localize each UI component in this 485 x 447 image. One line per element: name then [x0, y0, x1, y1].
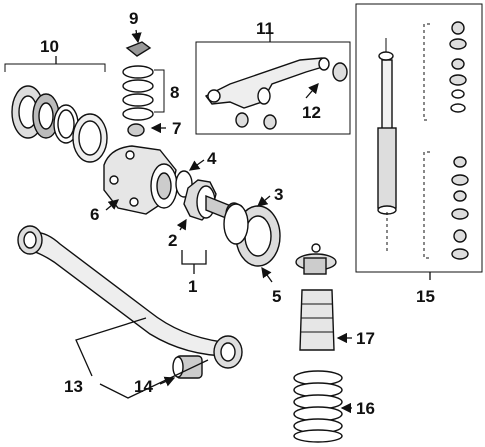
callout-17: 17: [356, 329, 375, 348]
shock-absorber-group: [355, 3, 483, 273]
callout-6: 6: [90, 205, 99, 224]
callout-15: 15: [416, 287, 435, 306]
spring-stack: [122, 41, 165, 137]
callout-1: 1: [188, 277, 197, 296]
callout-5: 5: [272, 287, 281, 306]
callout-3: 3: [274, 185, 283, 204]
callout-10: 10: [40, 37, 59, 56]
callout-2: 2: [168, 231, 177, 250]
callout-13: 13: [64, 377, 83, 396]
callout-11: 11: [256, 19, 274, 38]
track-bar-group: [17, 225, 243, 379]
callout-14: 14: [134, 377, 153, 396]
jounce-bumper: [295, 243, 337, 351]
bearing-kit-group: [4, 63, 108, 163]
control-arm-group: [195, 41, 351, 135]
callout-9: 9: [129, 9, 138, 28]
callout-7: 7: [172, 119, 181, 138]
callout-4: 4: [207, 149, 217, 168]
callout-12: 12: [302, 103, 321, 122]
callout-16: 16: [356, 399, 375, 418]
callout-8: 8: [170, 83, 179, 102]
callouts: 9 10 11 8 12 7 4 3 6 2 1 5 15 17 13 14 1…: [40, 9, 435, 418]
coil-spring: [293, 370, 343, 443]
axle-flange-assembly: [183, 179, 281, 267]
hub-knuckle-assembly: [103, 145, 193, 215]
leader-lines: [55, 29, 431, 414]
